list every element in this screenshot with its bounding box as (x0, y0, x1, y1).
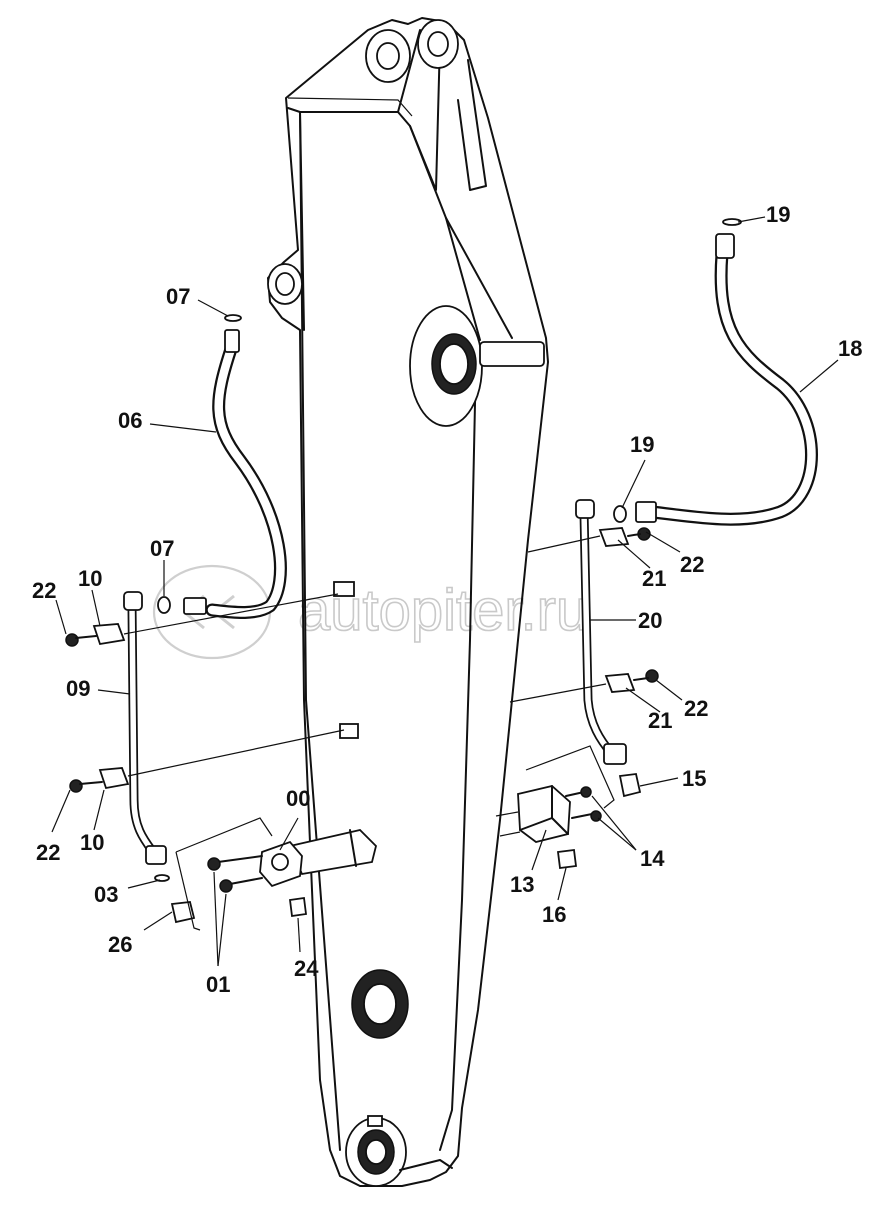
o-ring-07-top (224, 314, 242, 322)
hose-18 (613, 218, 818, 526)
callout-19-mid: 19 (630, 432, 654, 457)
callout-07-top: 07 (166, 284, 190, 309)
callout-22-left-top: 22 (32, 578, 56, 603)
callout-00: 00 (286, 786, 310, 811)
o-ring-19-mid (613, 505, 627, 523)
callout-21-top: 21 (642, 566, 666, 591)
boom-arm (267, 17, 549, 1187)
callout-09: 09 (66, 676, 90, 701)
pipe-20 (509, 499, 659, 765)
callout-19-top: 19 (766, 202, 790, 227)
callout-22-right-mid: 22 (684, 696, 708, 721)
callout-16: 16 (542, 902, 566, 927)
callout-03: 03 (94, 882, 118, 907)
callout-20: 20 (638, 608, 662, 633)
bracket-00-assembly (154, 817, 308, 931)
callout-22-right-top: 22 (680, 552, 704, 577)
callout-10-bot: 10 (80, 830, 104, 855)
callout-06: 06 (118, 408, 142, 433)
callout-24: 24 (294, 956, 319, 981)
hose-06 (157, 314, 287, 619)
callout-07-mid: 07 (150, 536, 174, 561)
callout-22-left-bot: 22 (36, 840, 60, 865)
callout-14: 14 (640, 846, 665, 871)
callout-26: 26 (108, 932, 132, 957)
callout-leaders (51, 216, 839, 967)
callout-15: 15 (682, 766, 706, 791)
callout-10-top: 10 (78, 566, 102, 591)
callout-18: 18 (838, 336, 862, 361)
callout-labels: 19 18 19 22 21 20 22 21 15 14 13 16 07 0… (32, 202, 862, 997)
callout-13: 13 (510, 872, 534, 897)
o-ring-07-mid (157, 596, 171, 614)
callout-01: 01 (206, 972, 230, 997)
callout-21-mid: 21 (648, 708, 672, 733)
pipe-09 (65, 591, 345, 865)
